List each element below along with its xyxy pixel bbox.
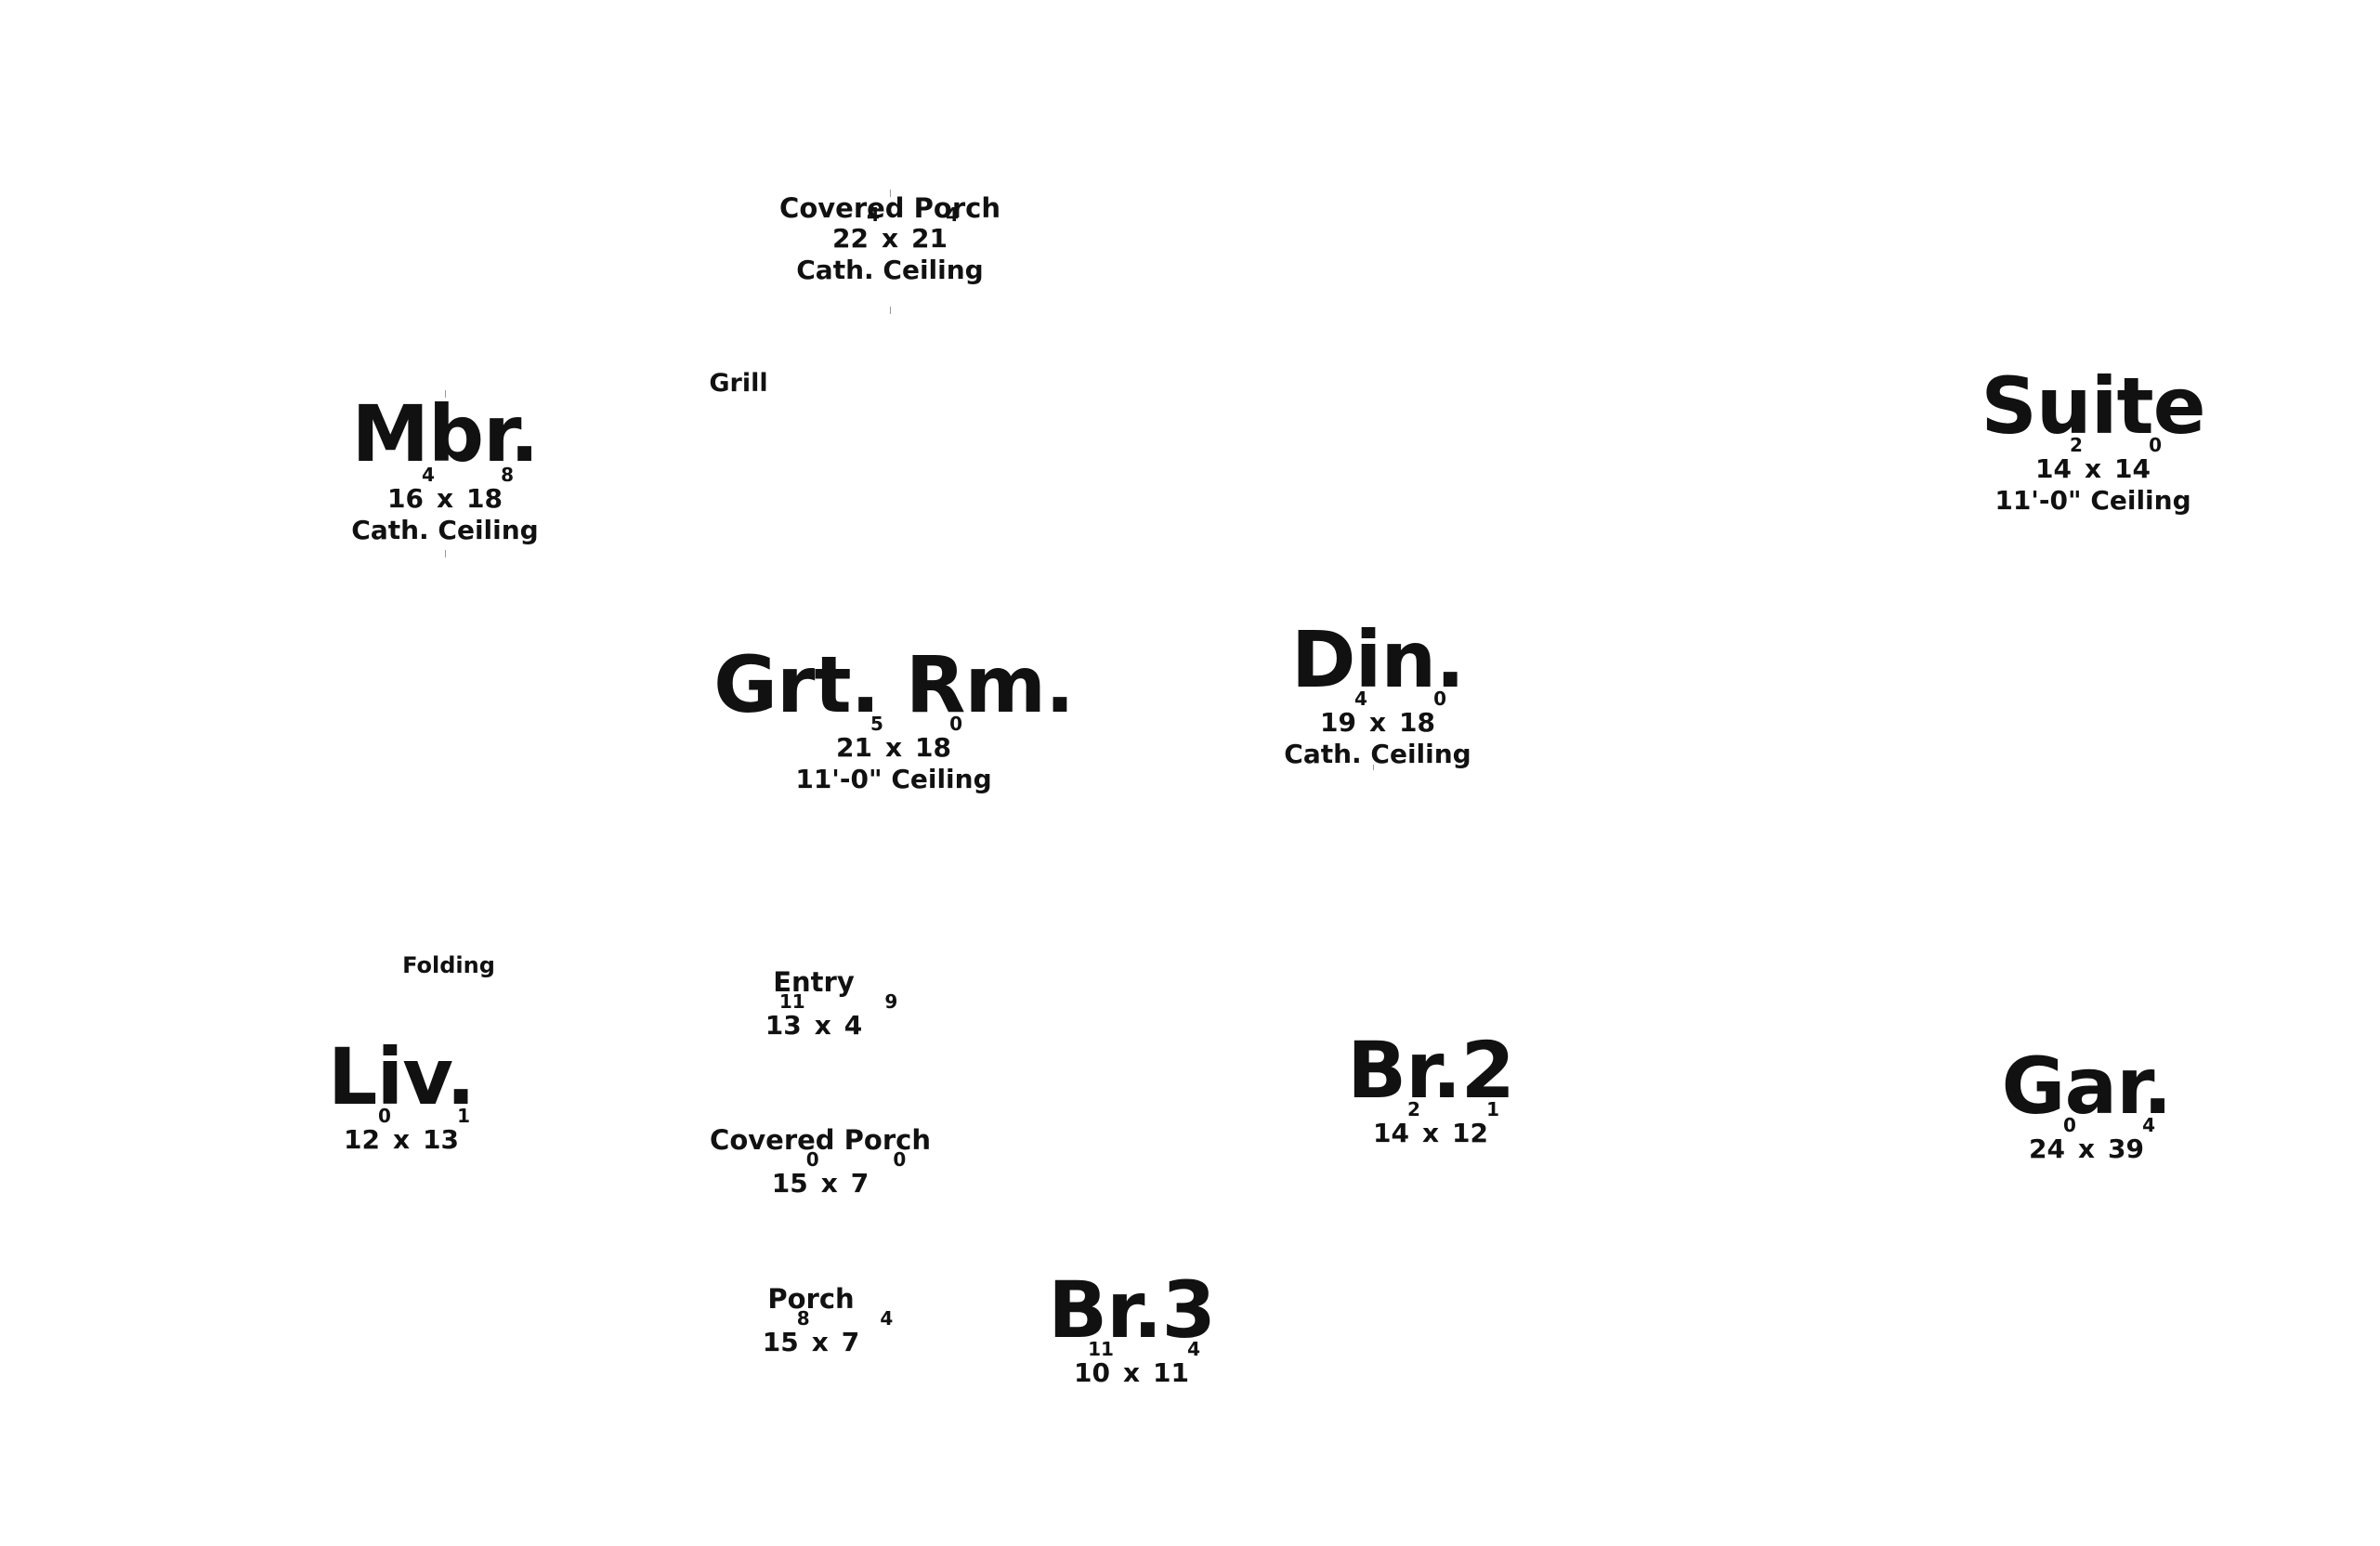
grill-label: Grill (709, 369, 768, 398)
room-name: Porch (767, 1283, 855, 1315)
room-name: Suite (1981, 360, 2205, 452)
wall-tick (890, 190, 891, 197)
wall-tick (445, 390, 446, 398)
room-name: Br.3 (1048, 1264, 1216, 1356)
room-name: Liv. (327, 1031, 476, 1122)
room-ceiling: Cath. Ceiling (796, 255, 984, 285)
wall-tick (445, 550, 446, 557)
room-name: Covered Porch (779, 192, 1000, 224)
room-name: Mbr. (351, 388, 539, 479)
wall-tick (1373, 765, 1374, 770)
room-name: Br.2 (1347, 1025, 1515, 1116)
room-name: Din. (1290, 614, 1465, 705)
wall-tick (890, 307, 891, 314)
folding-label: Folding (402, 952, 495, 978)
room-ceiling: 11'-0" Ceiling (795, 764, 992, 794)
room-ceiling: Cath. Ceiling (351, 515, 539, 545)
room-ceiling: Cath. Ceiling (1284, 739, 1471, 769)
room-name: Covered Porch (710, 1124, 931, 1156)
room-name: Gar. (2001, 1041, 2173, 1132)
room-name: Entry (773, 966, 855, 998)
room-ceiling: 11'-0" Ceiling (1994, 485, 2191, 516)
room-name: Grt. Rm. (713, 639, 1075, 730)
